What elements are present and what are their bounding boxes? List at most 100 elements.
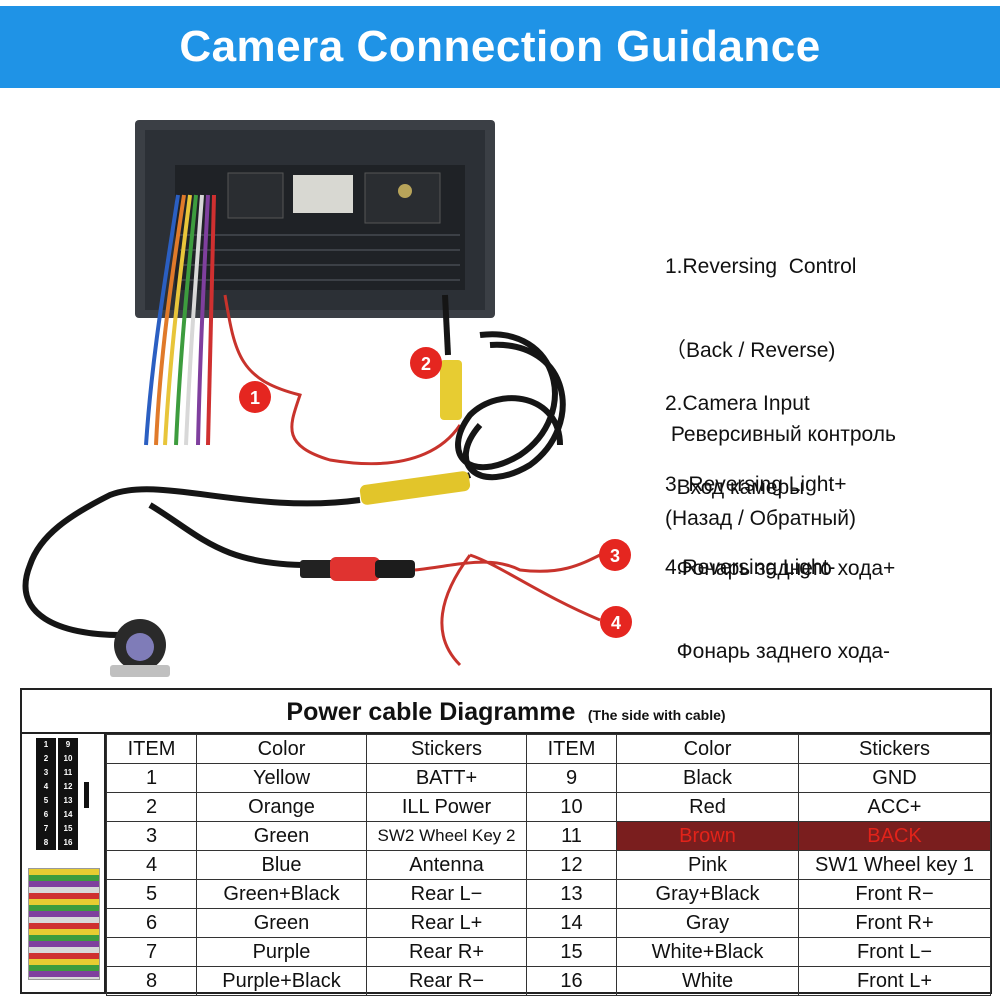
table-cell: Purple+Black xyxy=(196,966,367,996)
table-cell: Gray+Black xyxy=(616,879,799,909)
table-cell: Front L− xyxy=(798,937,991,967)
connector-pin: 1 xyxy=(36,738,56,752)
connector-pin: 5 xyxy=(36,794,56,808)
callout-4-label: 4 xyxy=(611,613,621,633)
wiring-photo: 1 2 3 4 xyxy=(22,120,632,677)
connector-pin: 9 xyxy=(58,738,78,752)
connector-pin: 2 xyxy=(36,752,56,766)
table-cell: 5 xyxy=(106,879,197,909)
table-cell: White+Black xyxy=(616,937,799,967)
table-cell: BACK xyxy=(798,821,991,851)
table-cell: 16 xyxy=(526,966,617,996)
table-cell: Blue xyxy=(196,850,367,880)
table-title-main: Power cable Diagramme xyxy=(286,698,576,726)
table-cell: Brown xyxy=(616,821,799,851)
legend-item-4: 4.Reversing Light- Фонарь заднего хода- xyxy=(665,498,890,694)
legend-item-3: 3. Reversing Light+ Фонарь заднего хода+ xyxy=(665,415,895,611)
connector-pin: 3 xyxy=(36,766,56,780)
connector-pin: 7 xyxy=(36,822,56,836)
callout-1-label: 1 xyxy=(250,388,260,408)
reversing-light-wire xyxy=(414,553,601,667)
callout-3-label: 3 xyxy=(610,546,620,566)
callout-1: 1 xyxy=(239,381,271,413)
table-cell: Rear R+ xyxy=(366,937,527,967)
connector-pin: 16 xyxy=(58,836,78,850)
table-cell: 9 xyxy=(526,763,617,793)
table-title: Power cable Diagramme (The side with cab… xyxy=(22,690,990,734)
wire-harness xyxy=(144,194,216,446)
connector-pin: 15 xyxy=(58,822,78,836)
legend-line: Фонарь заднего хода- xyxy=(665,640,891,663)
table-cell: 10 xyxy=(526,792,617,822)
column-header: Color xyxy=(616,734,799,764)
legend-line: （Back / Reverse) xyxy=(665,339,836,362)
table-cell: 7 xyxy=(106,937,197,967)
page-title: Camera Connection Guidance xyxy=(179,22,821,71)
table-cell: 11 xyxy=(526,821,617,851)
table-cell: 1 xyxy=(106,763,197,793)
table-cell: Green xyxy=(196,821,367,851)
legend-line: 2.Camera Input xyxy=(665,392,810,415)
table-cell: Green xyxy=(196,908,367,938)
table-cell: Front L+ xyxy=(798,966,991,996)
table-cell: Front R− xyxy=(798,879,991,909)
camera-cable xyxy=(22,294,566,638)
table-cell: Pink xyxy=(616,850,799,880)
legend-line: (Назад / Обратный) xyxy=(665,507,856,530)
table-cell: SW1 Wheel key 1 xyxy=(798,850,991,880)
legend-item-1: 1.Reversing Control （Back / Reverse) Рев… xyxy=(665,197,896,561)
table-cell: GND xyxy=(798,763,991,793)
table-cell: ILL Power xyxy=(366,792,527,822)
legend-line: Реверсивный контроль xyxy=(665,423,896,446)
connector-pin: 11 xyxy=(58,766,78,780)
table-cell: 3 xyxy=(106,821,197,851)
connector-pin: 6 xyxy=(36,808,56,822)
column-header: Color xyxy=(196,734,367,764)
rca-connector-red xyxy=(300,557,415,581)
column-header: ITEM xyxy=(526,734,617,764)
rca-connector-yellow xyxy=(359,360,471,505)
table-cell: Antenna xyxy=(366,850,527,880)
table-cell: BATT+ xyxy=(366,763,527,793)
table-cell: Rear L+ xyxy=(366,908,527,938)
connector-pin: 10 xyxy=(58,752,78,766)
table-cell: Red xyxy=(616,792,799,822)
table-cell: 8 xyxy=(106,966,197,996)
table-cell: Rear L− xyxy=(366,879,527,909)
table-cell: 6 xyxy=(106,908,197,938)
table-title-sub: (The side with cable) xyxy=(587,707,726,723)
legend-line: Фонарь заднего хода+ xyxy=(665,557,896,580)
table-cell: White xyxy=(616,966,799,996)
table-cell: Orange xyxy=(196,792,367,822)
legend-line: 1.Reversing Control xyxy=(665,255,857,278)
table-cell: Gray xyxy=(616,908,799,938)
callout-4: 4 xyxy=(600,606,632,638)
callout-2-label: 2 xyxy=(421,354,431,374)
table-cell: 14 xyxy=(526,908,617,938)
table-cell: Rear R− xyxy=(366,966,527,996)
table-cell: ACC+ xyxy=(798,792,991,822)
power-cable-table: Power cable Diagramme (The side with cab… xyxy=(20,688,992,996)
connector-pin: 12 xyxy=(58,780,78,794)
legend-line: Вход камеры xyxy=(665,476,805,499)
column-header: ITEM xyxy=(106,734,197,764)
legend-line: 4.Reversing Light- xyxy=(665,556,836,579)
rear-camera xyxy=(110,619,170,677)
connector-pin: 13 xyxy=(58,794,78,808)
reverse-control-wire xyxy=(223,294,462,466)
banner-background xyxy=(0,6,1000,88)
connector-pin: 4 xyxy=(36,780,56,794)
table-cell: 12 xyxy=(526,850,617,880)
table-cell: 13 xyxy=(526,879,617,909)
callout-3: 3 xyxy=(599,539,631,571)
table-cell: 2 xyxy=(106,792,197,822)
column-header: Stickers xyxy=(366,734,527,764)
table-cell: Yellow xyxy=(196,763,367,793)
